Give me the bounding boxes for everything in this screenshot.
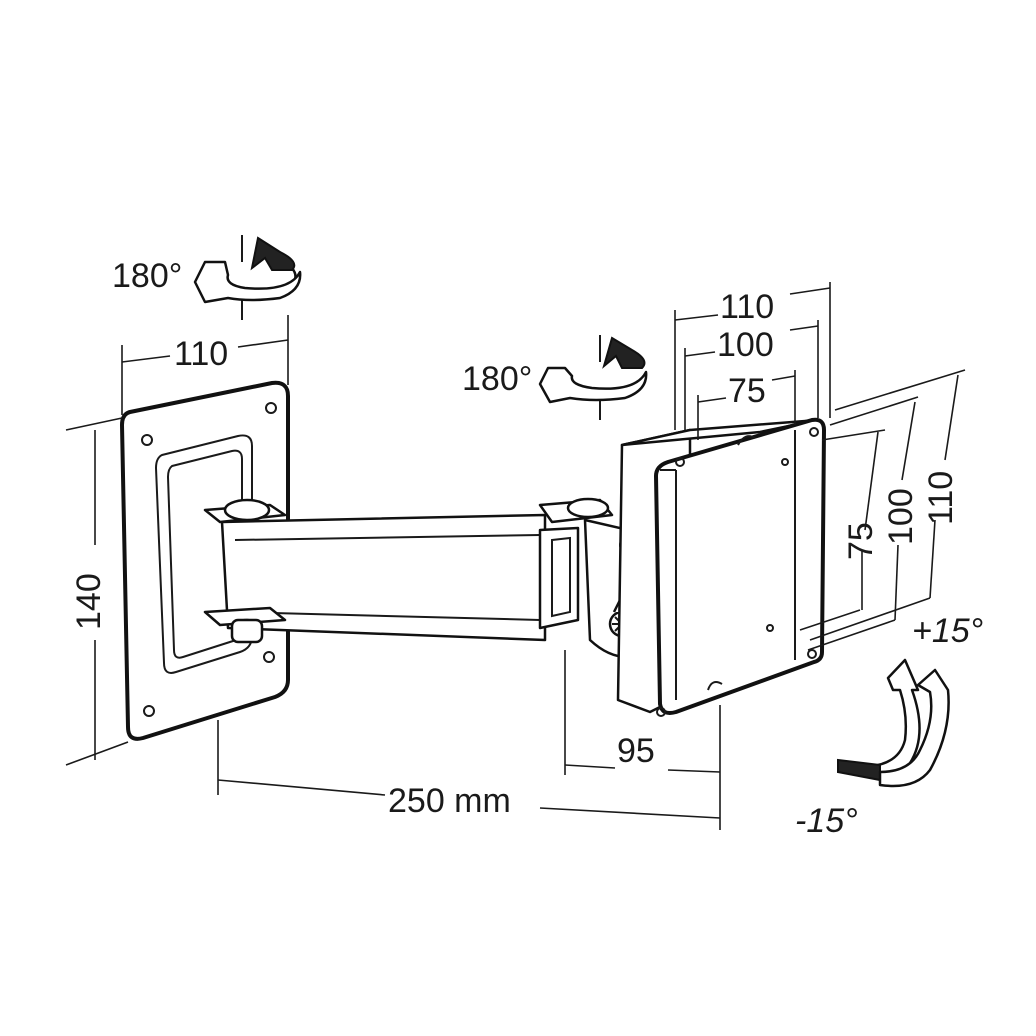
wall-plate-width-label: 110 xyxy=(174,335,228,373)
vesa-mid-label: 100 xyxy=(717,326,774,364)
vesa-side-dimensions: 75 100 110 xyxy=(799,369,966,651)
vesa-plate xyxy=(616,417,826,717)
bracket-depth-label: 95 xyxy=(617,732,655,770)
vesa-side-inner-label: 75 xyxy=(842,522,880,560)
rotation-arrow-left-icon xyxy=(193,235,302,320)
wall-plate-height-label: 140 xyxy=(70,573,108,630)
vesa-side-mid-label: 100 xyxy=(882,488,920,545)
rotation-arrow-right-icon xyxy=(538,335,648,420)
vesa-top-dimensions: 110 100 75 xyxy=(674,282,831,440)
tilt-arrow-icon xyxy=(837,658,950,788)
wall-plate xyxy=(120,380,290,741)
swing-arm xyxy=(203,497,614,644)
wall-plate-height-dimension: 140 xyxy=(65,417,129,766)
rotation-left-label: 180° xyxy=(112,257,182,295)
vesa-side-outer-label: 110 xyxy=(922,471,960,525)
vesa-inner-label: 75 xyxy=(728,372,766,410)
depth-total-dimension: 250 mm xyxy=(217,705,721,830)
tilt-down-label: -15° xyxy=(795,802,858,840)
depth-total-label: 250 mm xyxy=(388,782,511,820)
bracket-depth-dimension: 95 xyxy=(564,650,721,775)
wall-plate-width-dimension: 110 xyxy=(121,315,289,415)
tilt-up-label: +15° xyxy=(912,612,983,650)
rotation-right-label: 180° xyxy=(462,360,532,398)
vesa-outer-label: 110 xyxy=(720,288,774,326)
